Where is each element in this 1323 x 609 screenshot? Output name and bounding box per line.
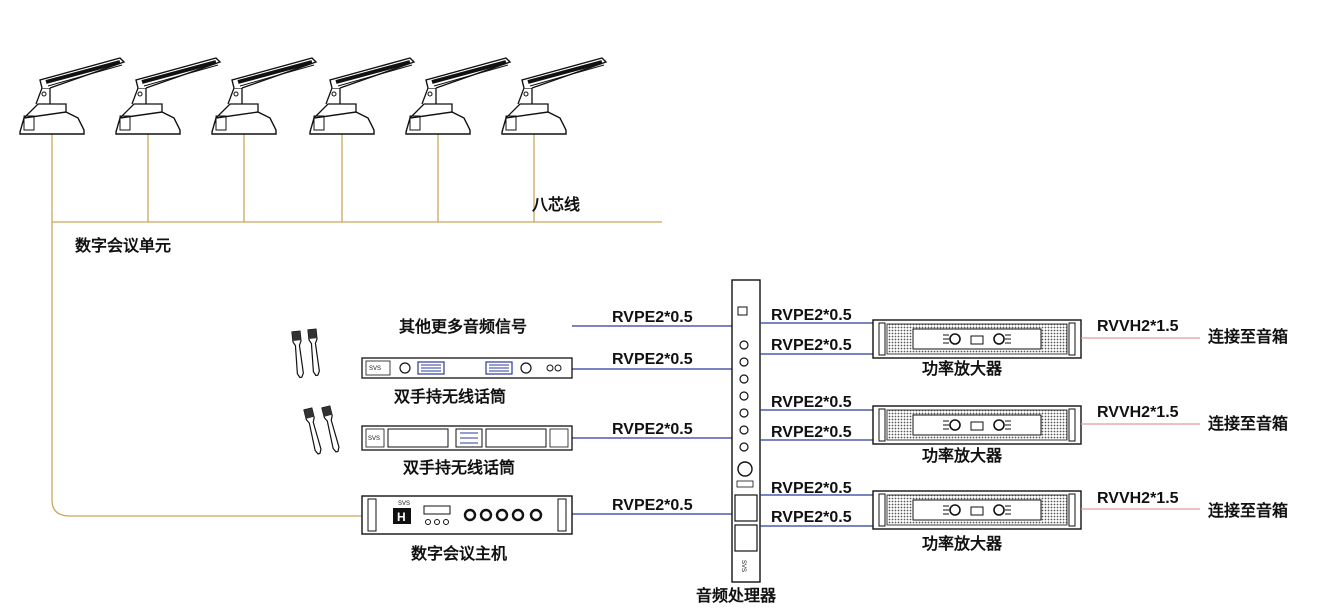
other-audio-label: 其他更多音频信号 <box>399 317 527 336</box>
processor-ports <box>739 340 749 452</box>
host-power-key <box>393 508 411 524</box>
cable-label-in-other: RVPE2*0.5 <box>612 309 693 326</box>
audio-processor-label: 音频处理器 <box>696 586 777 605</box>
host-display <box>423 505 451 515</box>
amplifier-label-2: 功率放大器 <box>922 446 1003 465</box>
host-key-text: H <box>397 510 406 524</box>
speaker-lines <box>1081 337 1200 510</box>
conference-unit-5 <box>404 56 512 136</box>
audio-processor: SVS <box>731 279 761 583</box>
speaker-label-1: 连接至音箱 <box>1208 327 1288 346</box>
cable-label-spk-2: RVVH2*1.5 <box>1097 404 1179 421</box>
receiver-2-brand: SVS <box>368 436 380 442</box>
cable-label-out-1b: RVPE2*0.5 <box>771 337 852 354</box>
handheld-mics-1 <box>291 328 322 379</box>
receiver-1-brand: SVS <box>369 366 381 372</box>
wireless-receiver-1: SVS <box>361 357 573 379</box>
input-signal-lines <box>572 325 732 515</box>
conference-host-label: 数字会议主机 <box>411 544 507 563</box>
cable-label-spk-3: RVVH2*1.5 <box>1097 490 1179 507</box>
wireless-mic-label-1: 双手持无线话筒 <box>394 387 506 406</box>
conference-unit-row <box>18 56 608 136</box>
amplifier-2 <box>872 405 1082 445</box>
conference-unit-6 <box>500 56 608 136</box>
conference-unit-1 <box>18 56 126 136</box>
cable-label-out-2b: RVPE2*0.5 <box>771 424 852 441</box>
amplifier-1 <box>872 319 1082 359</box>
conference-unit-3 <box>210 56 318 136</box>
host-brand: SVS <box>398 501 410 507</box>
cable-label-out-3a: RVPE2*0.5 <box>771 480 852 497</box>
host-knobs <box>463 508 543 522</box>
handheld-mics-2 <box>303 405 342 456</box>
amplifier-label-3: 功率放大器 <box>922 534 1003 553</box>
cable-label-spk-1: RVVH2*1.5 <box>1097 318 1179 335</box>
wireless-receiver-2: SVS <box>361 425 573 451</box>
amplifier-label-1: 功率放大器 <box>922 359 1003 378</box>
cable-label-out-3b: RVPE2*0.5 <box>771 509 852 526</box>
bus-cable-lines <box>51 134 662 517</box>
output-signal-lines <box>760 322 873 527</box>
conference-unit-4 <box>308 56 416 136</box>
cable-label-in-mic-2: RVPE2*0.5 <box>612 421 693 438</box>
processor-main-knob <box>737 461 753 477</box>
receiver-1-knob-a <box>399 362 411 374</box>
processor-brand: SVS <box>740 560 746 572</box>
cable-label-in-mic-1: RVPE2*0.5 <box>612 351 693 368</box>
receiver-1-knob-b <box>520 362 532 374</box>
receiver-2-display-b <box>485 428 547 448</box>
receiver-2-display-a <box>387 428 449 448</box>
conference-unit-label: 数字会议单元 <box>75 236 171 255</box>
cable-label-in-host: RVPE2*0.5 <box>612 497 693 514</box>
wireless-mic-label-2: 双手持无线话筒 <box>403 458 515 477</box>
speaker-label-3: 连接至音箱 <box>1208 501 1288 520</box>
bus-cable-label: 八芯线 <box>531 195 580 214</box>
cable-label-out-1a: RVPE2*0.5 <box>771 307 852 324</box>
conference-host: SVS H <box>361 495 573 535</box>
conference-unit-2 <box>114 56 222 136</box>
speaker-label-2: 连接至音箱 <box>1208 414 1288 433</box>
cable-label-out-2a: RVPE2*0.5 <box>771 394 852 411</box>
amplifier-3 <box>872 490 1082 530</box>
